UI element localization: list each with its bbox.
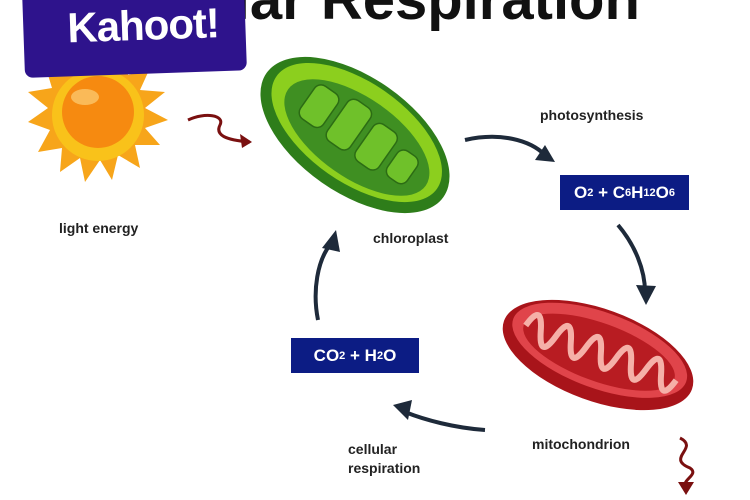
arrow-to-reactants [404,410,486,432]
label-respiration: respiration [348,460,421,476]
formula-part: O [655,182,669,202]
formula-sub: 2 [376,349,384,362]
kahoot-logo-text: Kahoot! [66,0,220,52]
arrow-to-chloroplast [313,243,332,321]
formula-sub: 12 [643,186,656,199]
formula-part: H [631,182,644,202]
formula-sub: 2 [587,186,594,199]
formula-sub: 2 [339,349,346,362]
label-photosynthesis: photosynthesis [540,107,644,123]
label-cellular: cellular [348,441,398,457]
label-mitochondrion: mitochondrion [532,436,630,452]
label-chloroplast: chloroplast [373,230,449,246]
formula-sub: 6 [625,186,632,199]
formula-part: O [573,182,588,202]
formula-part: CO [313,345,340,365]
formula-part: + H [345,345,377,365]
mitochondrion-icon [502,299,694,411]
formula-part: + C [593,182,625,202]
chloroplast-icon [260,56,450,214]
formula-sub: 6 [668,186,676,199]
light-arrow-icon [187,113,251,144]
kahoot-logo: Kahoot! [22,0,247,78]
mito-out-arrow-icon [679,436,695,489]
arrow-to-mitochondrion [616,223,647,293]
label-light-energy: light energy [59,220,139,236]
formula-part: O [383,345,397,365]
arrow-to-products [464,134,547,157]
